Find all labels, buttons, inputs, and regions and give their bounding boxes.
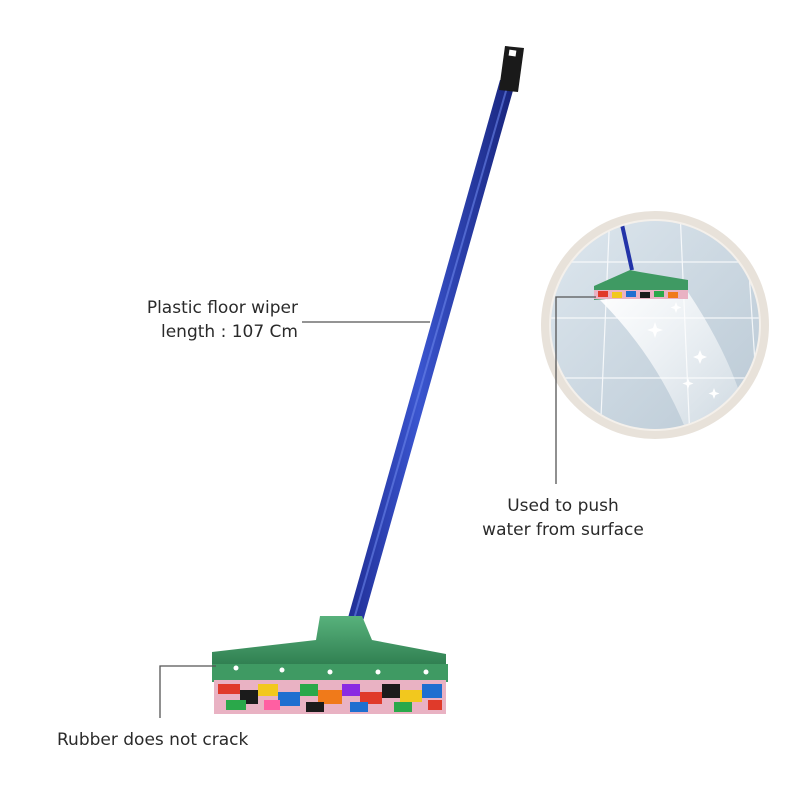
sparkle-icon (647, 302, 720, 399)
annotation-push: Used to push water from surface (458, 494, 668, 542)
annotation-push-line2: water from surface (482, 520, 644, 540)
annotation-rubber: Rubber does not crack (57, 730, 249, 750)
rivet-icons (233, 665, 429, 675)
annotation-length-line2: length : 107 Cm (160, 322, 298, 342)
annotation-push-line1: Used to push (507, 496, 619, 516)
leader-push (555, 296, 596, 484)
annotation-length: Plastic floor wiper length : 107 Cm (120, 296, 298, 344)
leader-rubber (159, 665, 216, 718)
leader-lines (159, 296, 596, 718)
inset-zoom-circle (541, 211, 769, 439)
rubber-blade (218, 684, 442, 712)
handle-grip-icon (499, 46, 524, 92)
wiper-handle (340, 80, 516, 646)
annotation-length-line1: Plastic floor wiper (146, 298, 298, 318)
